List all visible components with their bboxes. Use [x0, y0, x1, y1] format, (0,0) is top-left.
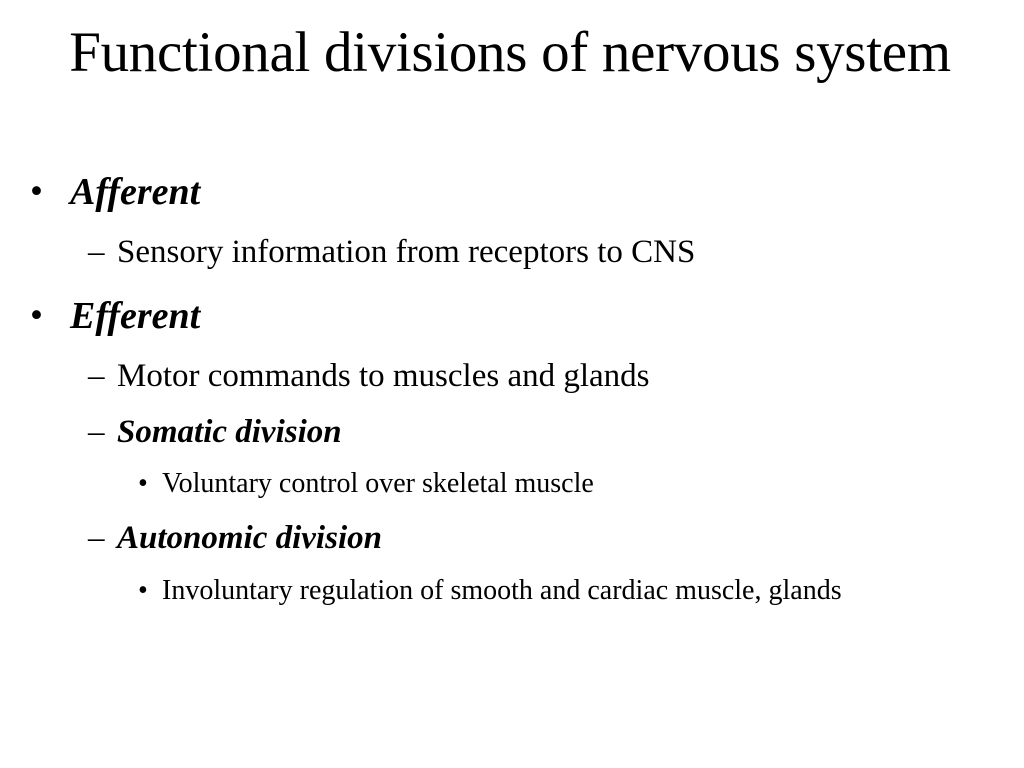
dash-marker: – [88, 234, 105, 270]
bullet-marker: • [138, 575, 148, 606]
bullet-marker: • [138, 468, 148, 499]
bullet-text: Efferent [70, 295, 201, 337]
sub-item-text: Somatic division [117, 414, 342, 450]
bullet-marker: • [30, 171, 43, 212]
dash-marker: – [88, 414, 105, 450]
slide-title: Functional divisions of nervous system [69, 21, 951, 84]
sub-sub-item-text: Voluntary control over skeletal muscle [162, 468, 594, 499]
bullet-text: Afferent [70, 171, 201, 213]
sub-item-text: Sensory information from receptors to CN… [117, 234, 696, 270]
sub-item-text: Autonomic division [117, 520, 382, 556]
dash-marker: – [88, 520, 105, 556]
bullet-marker: • [30, 295, 43, 336]
sub-sub-item-text: Involuntary regulation of smooth and car… [162, 575, 842, 606]
sub-item-text: Motor commands to muscles and glands [117, 358, 650, 394]
dash-marker: – [88, 358, 105, 394]
